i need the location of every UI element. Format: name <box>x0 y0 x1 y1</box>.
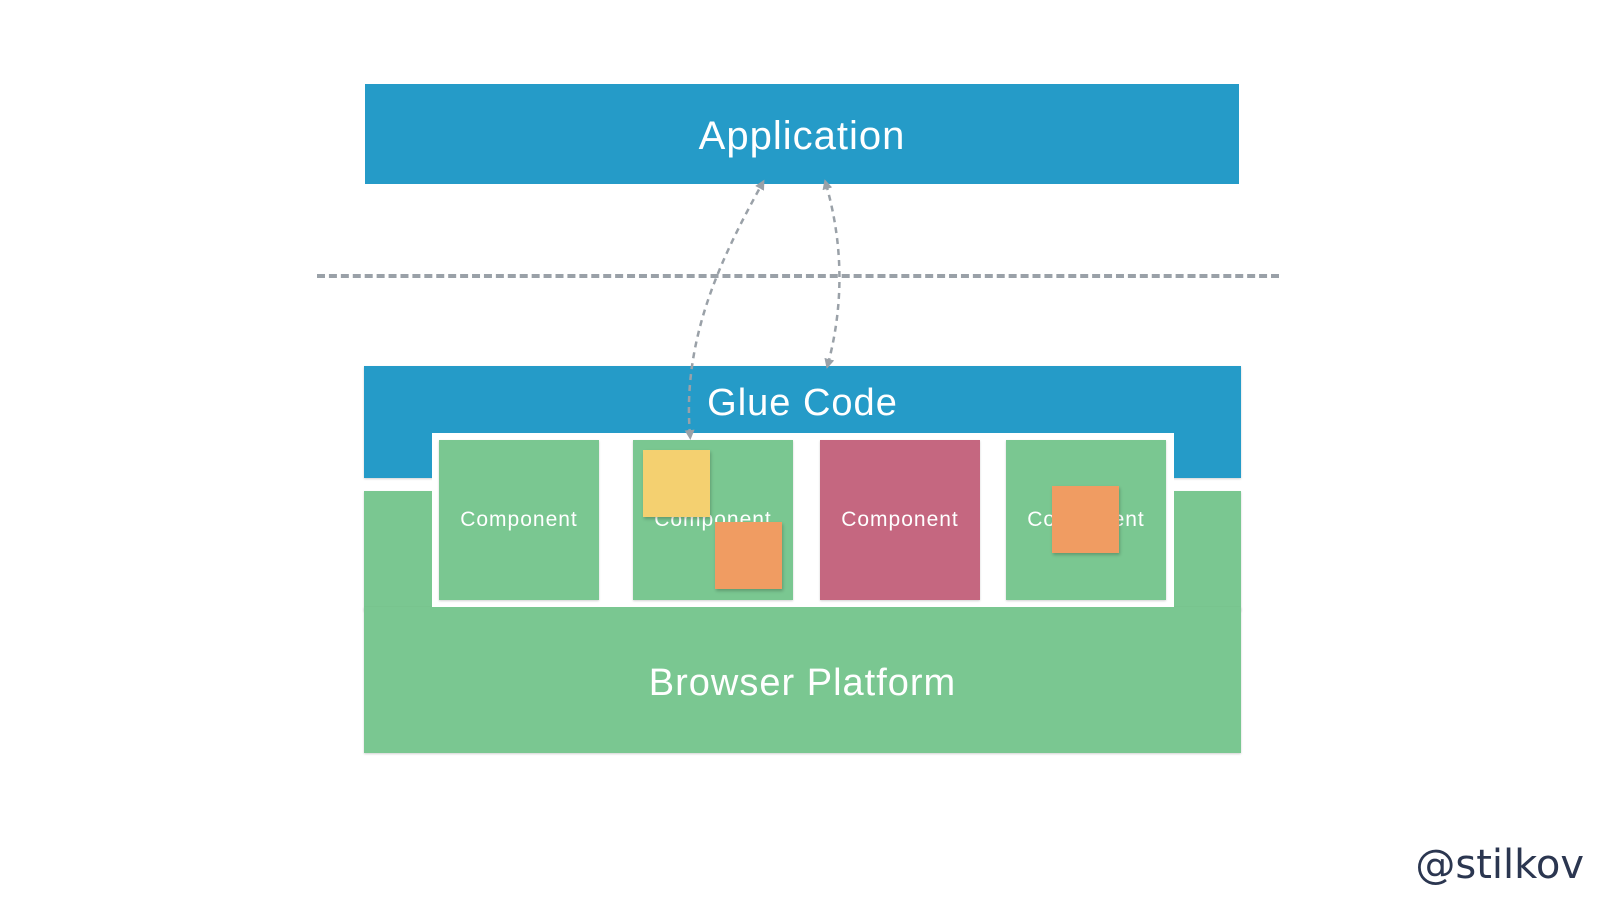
browser-platform-label: Browser Platform <box>648 662 957 704</box>
application-layer: Application <box>365 84 1239 184</box>
orange-sticky-note <box>715 522 782 589</box>
component-box-1: Component <box>439 440 599 600</box>
application-label: Application <box>698 114 906 158</box>
orange-sticky-note <box>1052 486 1119 553</box>
component-label: Component <box>841 508 959 531</box>
dashed-separator <box>317 274 1279 278</box>
component-box-3: Component <box>820 440 980 600</box>
component-label: Component <box>460 508 578 531</box>
author-handle: @stilkov <box>1415 842 1584 888</box>
glue-code-label: Glue Code <box>707 382 898 424</box>
yellow-sticky-note <box>643 450 710 517</box>
platform-side-right <box>1174 491 1241 611</box>
browser-platform-layer: Browser Platform <box>364 607 1241 753</box>
platform-side-left <box>364 491 432 611</box>
